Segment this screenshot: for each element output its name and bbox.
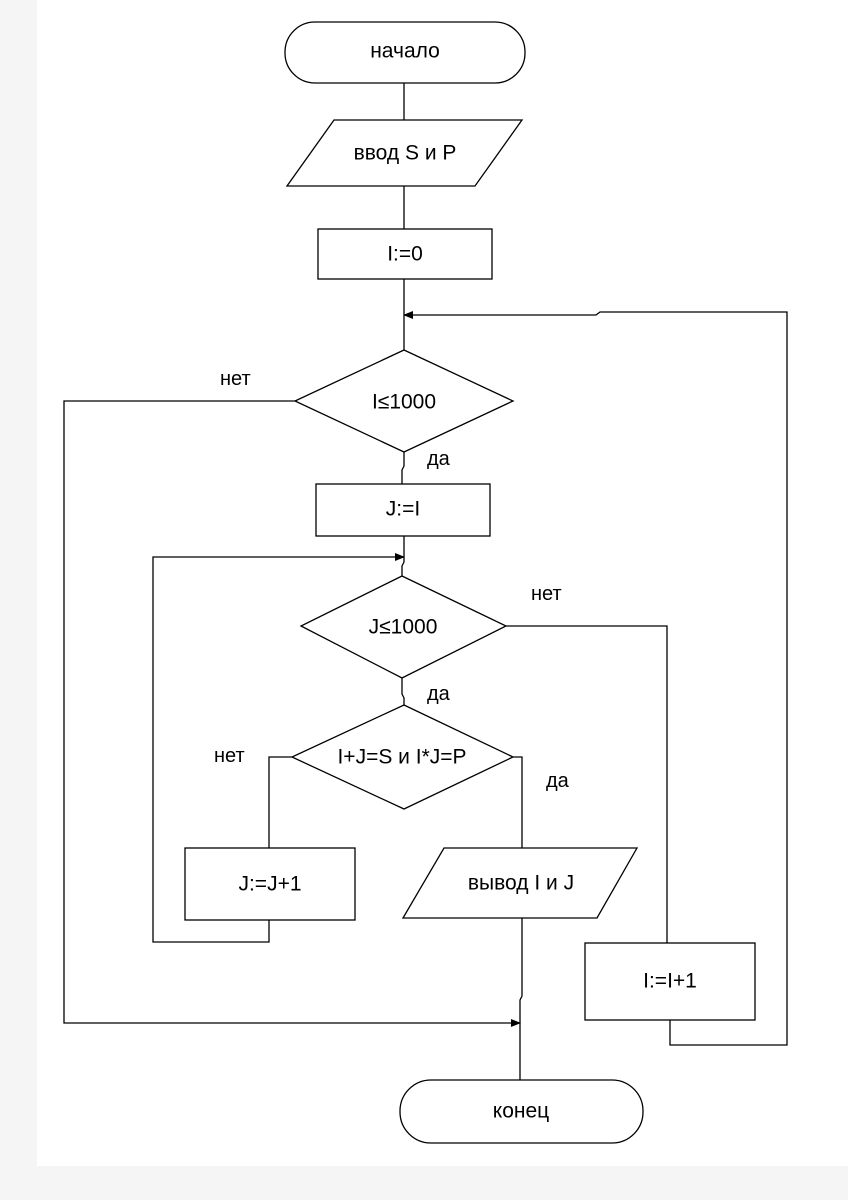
node-end: конец [399, 1079, 644, 1144]
connector-assign-j-cond-j [401, 536, 405, 576]
branch-cond-i-no [63, 400, 521, 1027]
branch-cond-j-no [506, 625, 668, 943]
cond-check-text: I+J=S и I*J=P [337, 746, 466, 769]
connectors [63, 83, 788, 1080]
assign-j-text: J:=I [386, 498, 420, 521]
label-cond-i-yes: да [427, 448, 451, 470]
inc-i-text: I:=I+1 [643, 970, 697, 993]
node-init-i: I:=0 [317, 228, 493, 280]
loop-back-inner [152, 553, 405, 943]
label-cond-j-no: нет [531, 583, 562, 605]
node-assign-j: J:=I [315, 483, 491, 537]
cond-j-text: J≤1000 [369, 616, 438, 639]
node-input: ввод S и P [285, 119, 524, 187]
node-cond-i: I≤1000 [293, 349, 515, 453]
start-text: начало [370, 40, 440, 63]
connector-cond-j-cond-check [401, 678, 405, 705]
label-cond-i-no: нет [220, 368, 251, 390]
label-check-no: нет [214, 745, 245, 767]
branch-labels: нет да нет да нет да [214, 368, 570, 792]
node-cond-j: J≤1000 [299, 575, 508, 679]
node-output: вывод I и J [401, 847, 639, 919]
node-cond-check: I+J=S и I*J=P [290, 704, 515, 810]
loop-back-outer [403, 311, 788, 1046]
branch-check-yes [513, 756, 523, 848]
node-inc-i: I:=I+1 [584, 942, 756, 1021]
branch-check-no [268, 756, 292, 848]
label-cond-j-yes: да [427, 683, 451, 705]
node-inc-j: J:=J+1 [184, 847, 356, 921]
end-text: конец [493, 1100, 549, 1123]
output-text: вывод I и J [468, 872, 574, 895]
label-check-yes: да [546, 770, 570, 792]
connector-cond-i-assign-j [401, 452, 405, 484]
cond-i-text: I≤1000 [372, 391, 436, 414]
inc-j-text: J:=J+1 [238, 873, 301, 896]
init-i-text: I:=0 [387, 243, 423, 266]
node-start: начало [284, 21, 526, 84]
input-text: ввод S и P [354, 142, 457, 165]
connector-output-end [519, 918, 523, 1080]
